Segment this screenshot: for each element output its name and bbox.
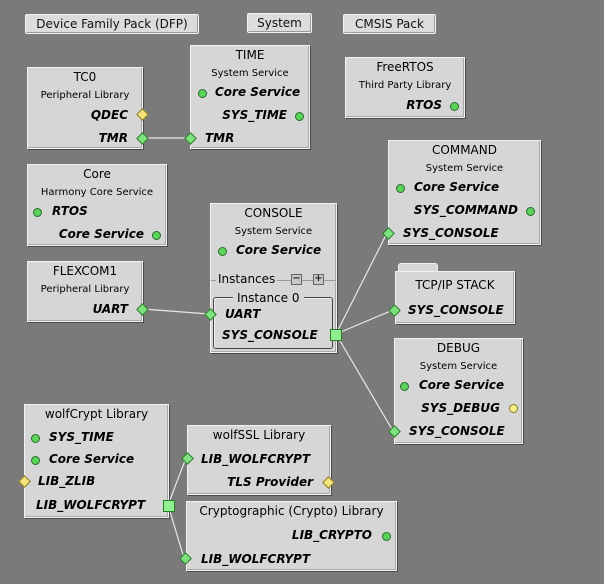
wire-wolfcrypt-wolfssl [167, 457, 187, 506]
component-crypto-library[interactable]: Cryptographic (Crypto) Library LIB_CRYPT… [186, 501, 397, 571]
port-label: Core Service [419, 378, 505, 392]
port-label: SYS_COMMAND [413, 203, 518, 217]
sys-time-port-icon[interactable] [31, 434, 40, 443]
component-subtitle: System Service [211, 68, 289, 79]
port-label: TLS Provider [227, 475, 313, 489]
rtos-port-icon[interactable] [33, 208, 42, 217]
plus-icon[interactable]: + [313, 273, 324, 285]
core-service-port-icon[interactable] [31, 456, 40, 465]
port-label: LIB_WOLFCRYPT [201, 452, 311, 466]
lib-wolfcrypt-capability-port-icon[interactable] [163, 500, 175, 512]
port-label: SYS_CONSOLE [403, 226, 499, 240]
component-tcpip-stack[interactable]: TCP/IP STACK SYS_CONSOLE [395, 271, 515, 324]
wire-wolfcrypt-crypto [167, 504, 185, 559]
port-label: Core Service [215, 85, 301, 99]
rtos-port-icon[interactable] [450, 102, 459, 111]
port-label: LIB_WOLFCRYPT [36, 498, 146, 512]
component-title: TIME [235, 48, 265, 62]
wire-console-debug [335, 333, 394, 432]
component-command[interactable]: COMMAND System Service Core Service SYS_… [388, 140, 541, 245]
component-title: CONSOLE [244, 206, 303, 220]
core-service-port-icon[interactable] [218, 247, 227, 256]
sys-time-port-icon[interactable] [295, 112, 304, 121]
component-wolfssl-library[interactable]: wolfSSL Library LIB_WOLFCRYPT TLS Provid… [187, 425, 331, 495]
component-title: DEBUG [436, 341, 481, 355]
component-subtitle: Peripheral Library [40, 90, 130, 101]
component-title: TC0 [73, 70, 97, 84]
port-label: LIB_CRYPTO [291, 528, 372, 542]
port-label: LIB_WOLFCRYPT [201, 552, 311, 566]
component-console[interactable]: CONSOLE System Service Core Service Inst… [210, 203, 337, 353]
tab-system[interactable]: System [247, 13, 312, 33]
core-service-port-icon[interactable] [400, 382, 409, 391]
component-subtitle: System Service [234, 226, 313, 237]
sys-command-port-icon[interactable] [526, 207, 535, 216]
wire-console-command [335, 232, 388, 335]
port-label: TMR [98, 131, 128, 145]
core-service-port-icon[interactable] [198, 89, 207, 98]
instance-title: Instance 0 [233, 291, 304, 305]
component-core[interactable]: Core Harmony Core Service RTOS Core Serv… [27, 164, 167, 246]
component-title: FLEXCOM1 [52, 264, 118, 278]
component-title: COMMAND [432, 143, 497, 157]
wire-console-tcpip [335, 309, 394, 335]
port-label: SYS_CONSOLE [408, 303, 504, 317]
port-label: Core Service [49, 452, 135, 466]
minus-icon[interactable]: − [291, 273, 302, 285]
component-subtitle: Harmony Core Service [40, 187, 154, 198]
component-wolfcrypt-library[interactable]: wolfCrypt Library SYS_TIME Core Service … [24, 404, 169, 518]
component-time[interactable]: TIME System Service Core Service SYS_TIM… [190, 45, 310, 149]
component-title: Cryptographic (Crypto) Library [199, 504, 384, 518]
port-label: QDEC [90, 108, 128, 122]
component-subtitle: Peripheral Library [40, 284, 130, 295]
port-label: SYS_CONSOLE [222, 328, 318, 342]
core-service-port-icon[interactable] [152, 231, 161, 240]
sys-console-capability-port-icon[interactable] [330, 329, 342, 341]
tab-device-family-pack[interactable]: Device Family Pack (DFP) [25, 14, 199, 34]
port-label: SYS_DEBUG [421, 401, 500, 415]
component-subtitle: Third Party Library [358, 80, 452, 91]
port-label: SYS_TIME [49, 430, 114, 444]
component-flexcom1[interactable]: FLEXCOM1 Peripheral Library UART [27, 261, 143, 322]
port-label: Core Service [58, 227, 144, 241]
folder-tab-icon [398, 263, 438, 273]
port-label: UART [225, 307, 261, 321]
component-title: TCP/IP STACK [415, 278, 495, 292]
component-title: Core [83, 167, 111, 181]
component-tc0[interactable]: TC0 Peripheral Library QDEC TMR [27, 67, 143, 149]
tab-cmsis-pack[interactable]: CMSIS Pack [343, 14, 436, 34]
port-label: RTOS [406, 98, 442, 112]
lib-crypto-port-icon[interactable] [382, 532, 391, 541]
sys-debug-port-icon[interactable] [509, 404, 518, 413]
port-label: TMR [205, 131, 235, 145]
port-label: LIB_ZLIB [38, 474, 96, 488]
component-subtitle: System Service [419, 361, 498, 372]
port-label: Core Service [236, 243, 322, 257]
wire-flexcom-console [142, 308, 210, 315]
port-label: Core Service [414, 180, 500, 194]
component-title: wolfSSL Library [212, 428, 306, 442]
port-label: SYS_TIME [222, 108, 287, 122]
core-service-port-icon[interactable] [396, 184, 405, 193]
component-subtitle: System Service [425, 163, 504, 174]
port-label: UART [92, 302, 128, 316]
port-label: SYS_CONSOLE [409, 424, 505, 438]
instances-label: Instances [216, 272, 278, 286]
port-label: RTOS [52, 204, 88, 218]
component-debug[interactable]: DEBUG System Service Core Service SYS_DE… [394, 338, 523, 444]
component-freertos[interactable]: FreeRTOS Third Party Library RTOS [345, 57, 465, 118]
component-title: wolfCrypt Library [44, 407, 149, 421]
component-title: FreeRTOS [376, 60, 434, 74]
